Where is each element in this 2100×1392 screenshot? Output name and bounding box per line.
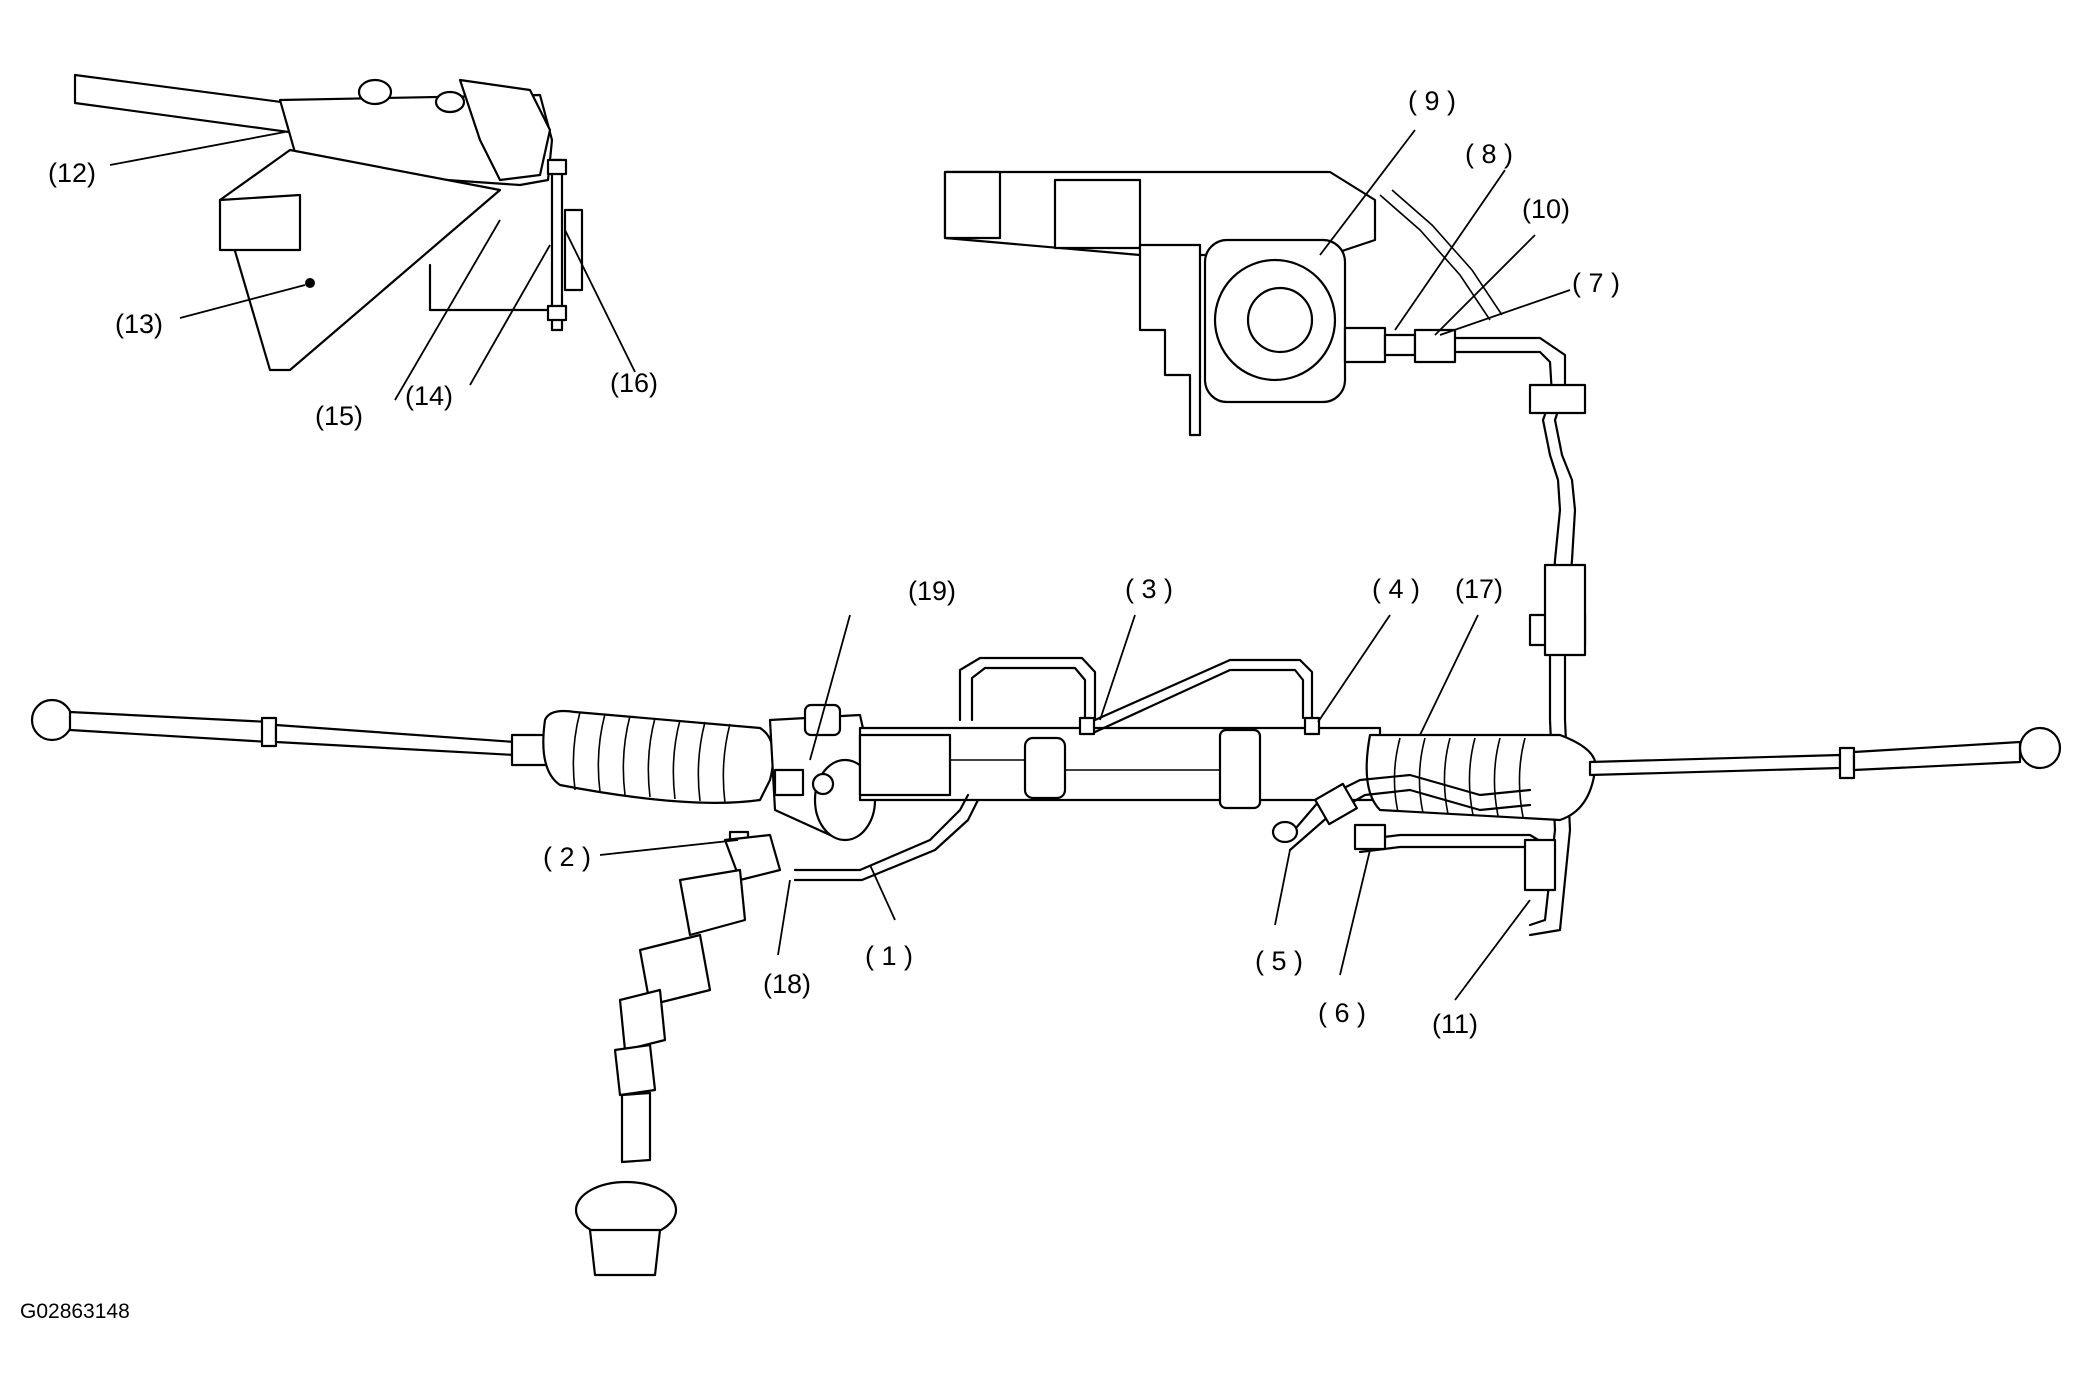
callout-11: (11) [1432,1009,1478,1039]
oil-pump-assembly [943,170,1457,437]
callout-14: (14) [405,381,453,411]
reference-dot-icon [305,278,315,288]
callout-13: (13) [115,309,163,339]
callout-17: (17) [1455,574,1503,604]
callout-labels: (12) (13) (14) (15) (16) ( 9 ) ( 8 ) (10… [48,86,1620,1039]
bracket-detail-inset [73,73,584,372]
steering-shaft [574,833,782,1277]
leader-lines [109,129,1571,1001]
valve-housing [728,703,877,848]
left-boot [542,709,775,804]
left-tie-rod [30,698,549,767]
hoses-right [1271,773,1557,892]
callout-7: ( 7 ) [1572,268,1620,298]
callout-5: ( 5 ) [1255,946,1303,976]
callout-2: ( 2 ) [543,842,591,872]
figure-code: G02863148 [20,1300,130,1323]
pressure-pipe [1379,189,1587,937]
callout-19: (19) [908,576,956,606]
callout-9: ( 9 ) [1408,86,1456,116]
callout-1: ( 1 ) [865,941,913,971]
callout-6: ( 6 ) [1318,998,1366,1028]
callout-4: ( 4 ) [1372,574,1420,604]
callout-12: (12) [48,158,96,188]
pipe-1 [793,793,980,882]
right-tie-rod [1588,726,2062,780]
pipes-on-rack [958,656,1314,734]
callout-10: (10) [1522,194,1570,224]
callout-8: ( 8 ) [1465,139,1513,169]
right-boot [1365,733,1597,822]
callout-15: (15) [315,401,363,431]
gear-box-tube [858,716,1382,810]
callout-16: (16) [610,368,658,398]
callout-18: (18) [763,969,811,999]
callout-3: ( 3 ) [1125,574,1173,604]
